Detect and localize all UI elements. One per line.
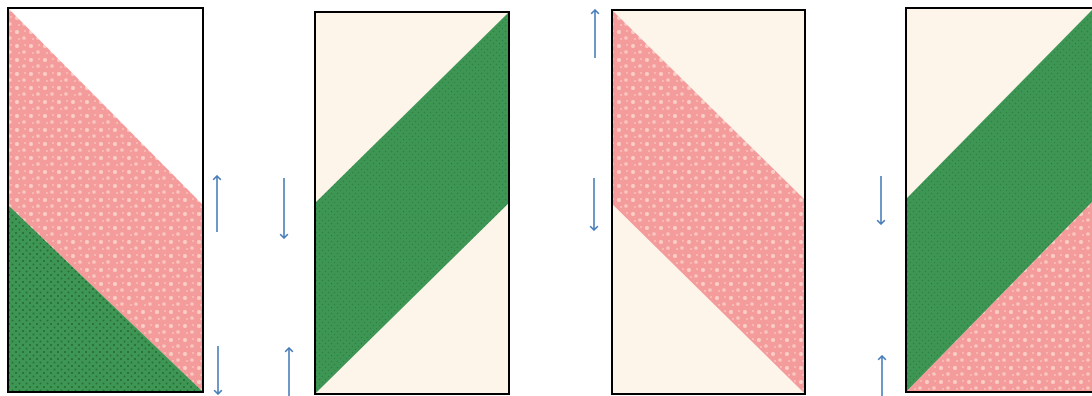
green-diagonal-strip	[315, 12, 509, 394]
pink-diagonal-strip	[612, 10, 805, 394]
block-3	[611, 9, 806, 395]
block-outline	[611, 9, 806, 395]
block-outline	[314, 11, 510, 395]
block-outline	[7, 7, 204, 393]
cream-triangle-bottom-left	[612, 204, 805, 394]
block-4	[905, 7, 1092, 393]
pink-diagonal-strip	[8, 8, 203, 392]
green-triangle-bottom-left	[8, 205, 203, 392]
block-1	[7, 7, 204, 393]
pink-triangle-bottom-right	[906, 202, 1092, 392]
green-diagonal-strip	[906, 10, 1092, 392]
block-2	[314, 11, 510, 395]
cream-triangle-top-left	[906, 8, 1092, 199]
cream-triangle-bottom-right	[315, 203, 509, 394]
pressing-arrows	[212, 8, 887, 396]
block-outline	[905, 7, 1092, 393]
